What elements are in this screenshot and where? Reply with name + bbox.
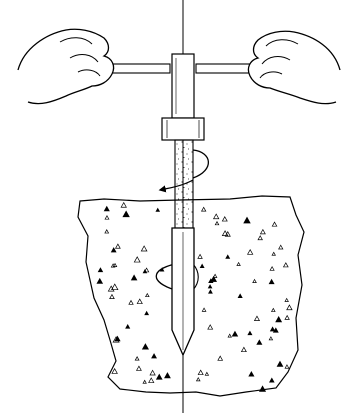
auger-bit — [172, 228, 194, 355]
t-handle — [100, 54, 264, 118]
coupling-sleeve — [162, 118, 204, 140]
left-hand-icon — [18, 29, 114, 103]
right-hand-icon — [248, 31, 340, 103]
